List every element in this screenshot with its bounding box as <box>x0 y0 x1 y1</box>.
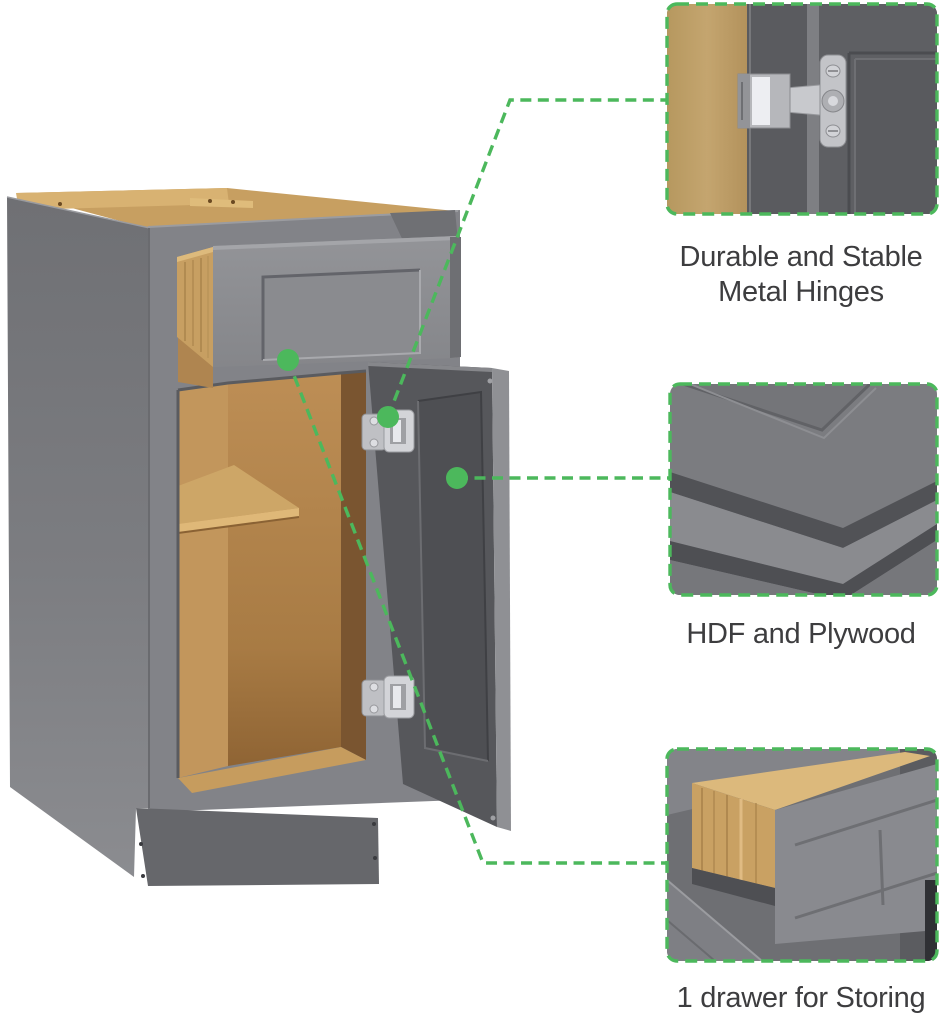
base-cabinet-illustration <box>6 188 511 886</box>
cabinet-left-side-panel <box>7 197 150 877</box>
caption-line: HDF and Plywood <box>686 618 916 650</box>
callout-caption-hinges: Durable and Stable Metal Hinges <box>650 240 941 310</box>
callout-box-metal-hinge <box>665 2 939 216</box>
cabinet-shelf <box>178 465 299 524</box>
hinge-closeup-graphic <box>737 54 847 148</box>
door-hinge-bottom <box>361 675 415 719</box>
cabinet-interior <box>176 369 367 793</box>
toe-kick <box>136 808 379 886</box>
callout-image-panels <box>670 384 937 595</box>
connector-hinge-callout <box>386 98 669 418</box>
callout-caption-materials: HDF and Plywood <box>650 617 941 652</box>
open-drawer <box>177 236 461 367</box>
callout-box-panels <box>668 382 939 597</box>
drawer-marker-dot <box>277 349 299 371</box>
door-marker-dot <box>446 467 468 489</box>
right-panel-top-edge <box>390 210 458 245</box>
caption-line: 1 drawer for Storing <box>676 982 926 1014</box>
caption-line: Metal Hinges <box>718 276 884 308</box>
callout-image-metal-hinge <box>667 4 937 214</box>
drawer-box-wood-side <box>692 783 775 888</box>
hinge-marker-dot <box>377 406 399 428</box>
drawer-front-closeup <box>775 764 937 944</box>
callout-image-drawer <box>667 749 937 961</box>
caption-line: Durable and Stable <box>679 241 923 273</box>
callout-box-drawer <box>665 747 939 963</box>
connector-drawer-callout <box>286 359 669 865</box>
callout-caption-drawer: 1 drawer for Storing <box>650 981 941 1016</box>
